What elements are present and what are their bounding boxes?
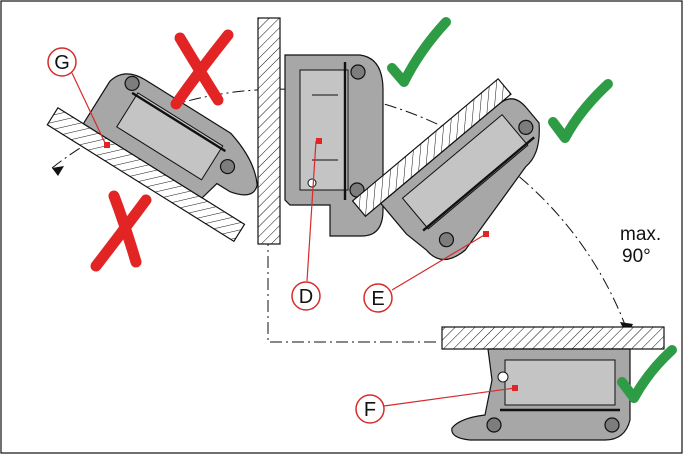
screw-icon — [350, 64, 366, 80]
max-angle-line1: max. — [620, 224, 661, 245]
callout-label-e: E — [371, 288, 384, 310]
screw-icon — [438, 232, 455, 248]
bracket-inner — [299, 69, 349, 191]
callout-label-d: D — [299, 286, 313, 308]
check-icon — [387, 17, 451, 87]
marker-dot — [316, 138, 322, 144]
cross-icon — [170, 29, 234, 110]
assembly-f — [441, 326, 665, 441]
screw-icon — [604, 417, 620, 433]
bracket-inner — [401, 113, 529, 230]
assembly-g — [46, 73, 258, 243]
callout-d: D — [291, 281, 321, 311]
check-icon — [548, 79, 613, 143]
ceiling-beam — [441, 326, 665, 350]
latch-icon — [307, 178, 317, 188]
screw-icon — [124, 75, 140, 92]
callout-label-g: G — [54, 52, 70, 74]
callout-line-g — [71, 72, 107, 146]
latch-icon — [497, 371, 509, 383]
arc-arrow-left-icon — [52, 166, 64, 176]
callout-line-f — [383, 387, 516, 407]
callout-f: F — [355, 394, 385, 424]
screw-icon — [518, 119, 534, 135]
callout-label-f: F — [364, 399, 376, 421]
assembly-d — [257, 17, 384, 245]
screw-icon — [486, 417, 502, 433]
max-angle-line2: 90° — [622, 246, 651, 267]
marker-dot — [104, 142, 110, 148]
cross-icon — [90, 190, 152, 272]
callout-line-e — [391, 233, 487, 291]
assembly-e — [351, 77, 540, 261]
callout-e: E — [363, 283, 393, 313]
screw-icon — [219, 159, 236, 175]
bracket-inner — [116, 92, 224, 181]
bracket-inner — [504, 359, 616, 406]
callout-line-d — [306, 140, 317, 282]
check-icon — [617, 345, 677, 403]
wall-vertical — [257, 17, 281, 245]
callout-g: G — [47, 47, 77, 77]
